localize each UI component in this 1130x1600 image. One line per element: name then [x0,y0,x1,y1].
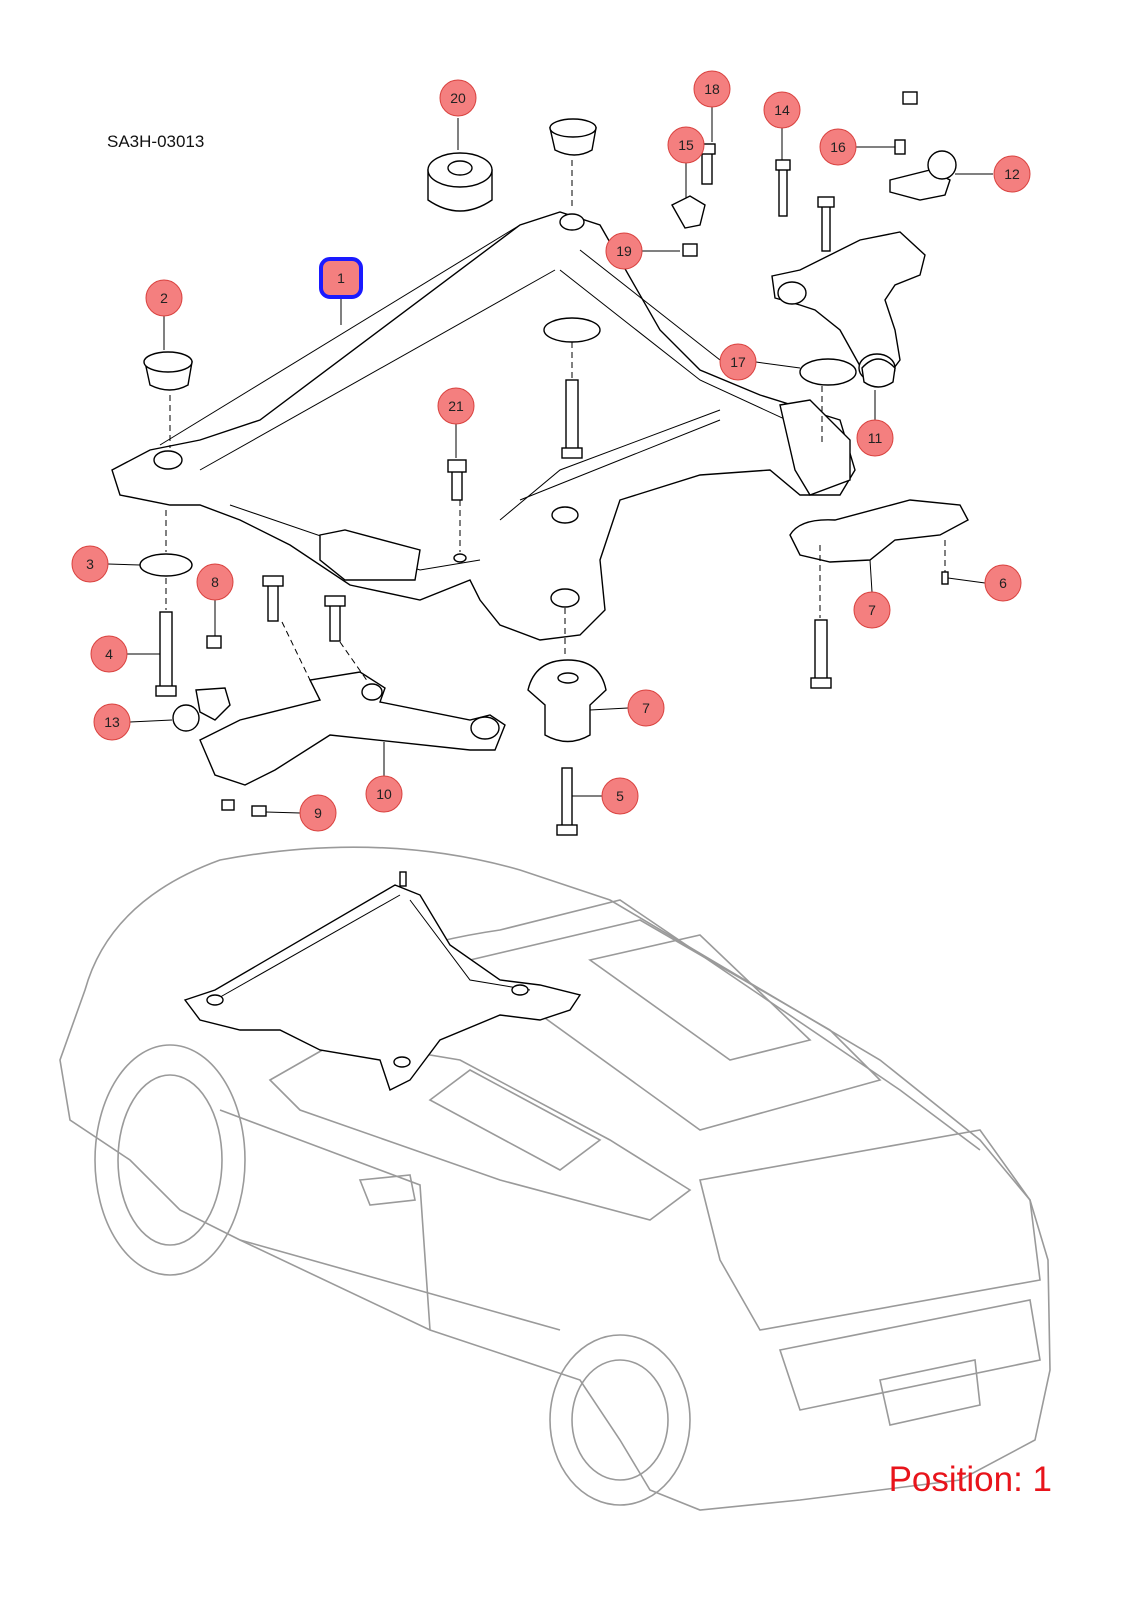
callout-number: 4 [105,646,113,662]
control-arm-left [199,671,506,786]
bracket-15 [671,195,706,229]
callout-circle[interactable] [627,689,665,727]
callout-number: 5 [616,788,624,804]
callout-c16[interactable]: 16 [819,128,857,166]
callout-number: 14 [774,102,790,118]
callout-c8[interactable]: 8 [196,563,234,601]
callout-c11[interactable]: 11 [856,419,894,457]
callout-c9[interactable]: 9 [299,794,337,832]
bolts [155,91,949,836]
callout-c12[interactable]: 12 [993,155,1031,193]
callout-number: 21 [448,398,464,414]
callout-c1[interactable]: 1 [319,257,363,299]
callout-c21[interactable]: 21 [437,387,475,425]
callout-c7b[interactable]: 7 [627,689,665,727]
callout-circle[interactable] [90,635,128,673]
callout-circle[interactable] [984,564,1022,602]
callout-number: 10 [376,786,392,802]
callout-c17[interactable]: 17 [719,343,757,381]
callout-c20[interactable]: 20 [439,79,477,117]
callout-c2[interactable]: 2 [145,279,183,317]
callout-circle[interactable] [719,343,757,381]
washer-3 [139,553,193,577]
callout-circle[interactable] [667,126,705,164]
callout-circle[interactable] [71,545,109,583]
callout-circle[interactable] [853,591,891,629]
callout-c18[interactable]: 18 [693,70,731,108]
ball-joint-12 [889,150,957,201]
selected-callout-frame[interactable] [319,257,363,299]
bushing-20 [427,152,493,212]
callout-circle[interactable] [145,279,183,317]
callout-circle[interactable] [693,70,731,108]
mount-7-lower [527,659,607,743]
callout-number: 18 [704,81,720,97]
leader-lines [107,102,993,814]
callout-c6[interactable]: 6 [984,564,1022,602]
callout-c7a[interactable]: 7 [853,591,891,629]
callout-circle[interactable] [819,128,857,166]
callout-number: 6 [999,575,1007,591]
callout-number: 16 [830,139,846,155]
callout-number: 11 [868,430,883,446]
callout-c15[interactable]: 15 [667,126,705,164]
callout-circle[interactable] [601,777,639,815]
callout-c14[interactable]: 14 [763,91,801,129]
callout-circle[interactable] [856,419,894,457]
callout-circle[interactable] [437,387,475,425]
callout-number: 1 [337,270,345,286]
callout-number: 12 [1004,166,1020,182]
washer-17 [799,358,857,386]
callout-number: 2 [160,290,168,306]
vehicle-outline [59,846,1051,1511]
callout-number: 7 [642,700,650,716]
callout-circle[interactable] [365,775,403,813]
callout-c19[interactable]: 19 [605,232,643,270]
bushing-2 [143,351,193,391]
callout-number: 9 [314,805,322,821]
plate-7 [789,499,969,563]
bushing-11 [861,358,896,388]
callout-c10[interactable]: 10 [365,775,403,813]
vehicle-subframe-location [183,871,582,1091]
control-arm-right [771,231,926,383]
callout-c13[interactable]: 13 [93,703,131,741]
callout-circle[interactable] [299,794,337,832]
bushing-top [549,118,597,156]
callout-circle[interactable] [763,91,801,129]
callout-number: 8 [211,574,219,590]
callout-number: 7 [868,602,876,618]
callout-number: 20 [450,90,466,106]
callout-c4[interactable]: 4 [90,635,128,673]
callout-circle[interactable] [605,232,643,270]
callout-number: 17 [730,354,746,370]
ball-joint-13 [172,687,231,732]
callout-c5[interactable]: 5 [601,777,639,815]
callout-number: 15 [678,137,694,153]
callout-circle[interactable] [439,79,477,117]
callout-number: 19 [616,243,632,259]
washer-center [543,317,601,343]
diagram-code: SA3H-03013 [107,132,205,151]
callout-number: 13 [104,714,120,730]
position-label: Position: 1 [888,1460,1052,1499]
callout-number: 3 [86,556,94,572]
callout-c3[interactable]: 3 [71,545,109,583]
subframe [111,211,856,641]
callout-circle[interactable] [196,563,234,601]
callout-circle[interactable] [93,703,131,741]
callout-circle[interactable] [993,155,1031,193]
